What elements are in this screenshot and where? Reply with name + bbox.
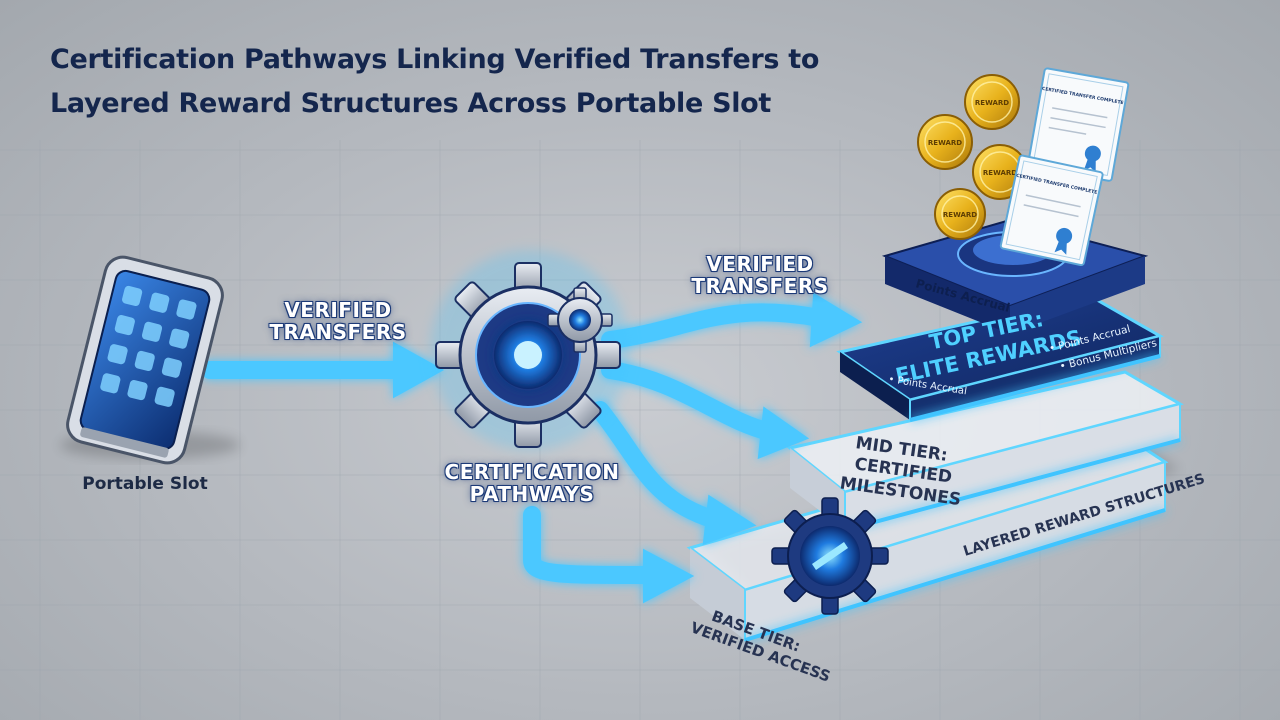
certification-gear-icon: [430, 250, 630, 450]
title-line-1: Certification Pathways Linking Verified …: [50, 44, 820, 75]
base-tier-gear-icon: [771, 497, 889, 615]
certificate-icon: CERTIFIED TRANSFER COMPLETE: [999, 154, 1104, 267]
label-line: VERIFIED: [284, 298, 392, 322]
certification-pathways-label: CERTIFICATION PATHWAYS: [432, 460, 632, 506]
title-line-2: Layered Reward Structures Across Portabl…: [50, 88, 772, 119]
coin-icon: REWARD: [934, 188, 986, 240]
verified-transfers-label-left: VERIFIED TRANSFERS: [258, 298, 418, 344]
coin-text: REWARD: [975, 99, 1009, 107]
label-line: VERIFIED: [706, 252, 814, 276]
top-tier-platform: [836, 294, 1164, 422]
reward-coins: REWARD REWARD REWARD REWARD: [917, 74, 1028, 240]
verified-transfers-label-right: VERIFIED TRANSFERS: [680, 252, 840, 298]
label-line: PATHWAYS: [469, 481, 595, 506]
certificate-icon: CERTIFIED TRANSFER COMPLETE: [1027, 67, 1130, 182]
label-line: TRANSFERS: [269, 319, 407, 344]
portable-slot-label: Portable Slot: [82, 474, 208, 494]
label-line: TRANSFERS: [691, 273, 829, 298]
page-title: Certification Pathways Linking Verified …: [50, 38, 950, 126]
portable-slot-device: [60, 255, 240, 465]
coin-text: REWARD: [943, 211, 977, 219]
flow-arrows: [201, 292, 863, 604]
coin-text: REWARD: [983, 169, 1017, 177]
coin-text: REWARD: [928, 139, 962, 147]
mid-tier-platform: [786, 370, 1184, 532]
coin-icon: REWARD: [917, 114, 973, 170]
coin-icon: REWARD: [964, 74, 1020, 130]
label-line: CERTIFICATION: [444, 460, 620, 484]
